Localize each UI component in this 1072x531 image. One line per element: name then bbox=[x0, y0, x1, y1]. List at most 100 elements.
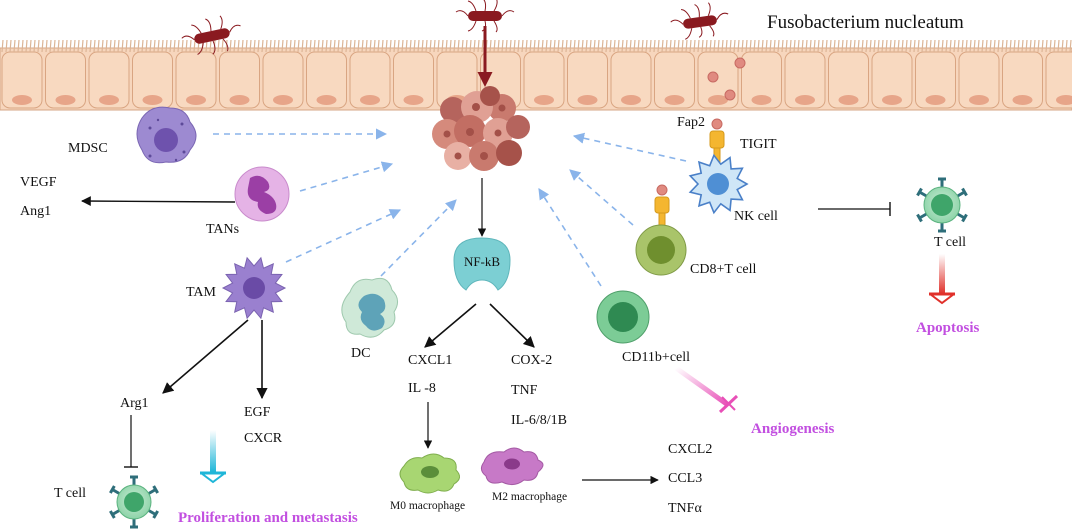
angiogenesis-arrow bbox=[674, 365, 739, 414]
label-cd11b: CD11b+cell bbox=[622, 350, 690, 365]
nk-cell bbox=[688, 153, 749, 215]
label-cxcl2: CXCL2 bbox=[668, 442, 712, 457]
label-egf: EGF bbox=[244, 405, 271, 420]
label-t-cell-left: T cell bbox=[54, 486, 86, 501]
epithelial-nucleus bbox=[577, 95, 598, 105]
epithelial-nucleus bbox=[99, 95, 119, 105]
label-il8: IL -8 bbox=[408, 381, 436, 396]
label-fap2: Fap2 bbox=[677, 115, 705, 130]
tans-cell bbox=[234, 166, 290, 222]
epithelial-nucleus bbox=[838, 95, 859, 105]
epithelial-nucleus bbox=[664, 95, 685, 105]
proliferation-arrow bbox=[200, 430, 226, 484]
label-cxcr: CXCR bbox=[244, 431, 283, 446]
arrow-nk-tumor bbox=[572, 132, 687, 162]
label-cd8: CD8+T cell bbox=[690, 262, 756, 277]
label-ang1: Ang1 bbox=[20, 204, 51, 219]
label-t-cell-right: T cell bbox=[934, 235, 966, 250]
apoptosis-arrow bbox=[929, 254, 955, 305]
tam-cell bbox=[221, 256, 287, 320]
t-cell-left bbox=[109, 475, 159, 529]
t-cell-right bbox=[916, 177, 968, 233]
epithelial-cell bbox=[262, 51, 304, 109]
arrow-dc-tumor bbox=[380, 199, 457, 277]
epithelial-cell bbox=[88, 51, 130, 109]
label-apoptosis: Apoptosis bbox=[916, 320, 980, 336]
epithelial-nucleus bbox=[403, 95, 424, 105]
epithelial-cell bbox=[567, 51, 608, 109]
epithelial-nucleus bbox=[360, 95, 380, 105]
label-tnfa: TNFα bbox=[668, 501, 702, 516]
label-ccl3: CCL3 bbox=[668, 471, 702, 486]
epithelial-nucleus bbox=[273, 95, 293, 105]
bacterium-icon bbox=[181, 15, 241, 55]
epithelial-cell bbox=[132, 51, 173, 109]
label-m2: M2 macrophage bbox=[492, 491, 567, 503]
epithelial-cell bbox=[958, 51, 1000, 109]
epithelial-nucleus bbox=[12, 95, 32, 105]
arrow-cd11b-tumor bbox=[538, 188, 602, 287]
label-vegf: VEGF bbox=[20, 175, 57, 190]
epithelial-nucleus bbox=[316, 95, 337, 105]
epithelial-nucleus bbox=[1056, 95, 1072, 105]
cd11b-cell bbox=[596, 290, 650, 344]
label-il6: IL-6/8/1B bbox=[511, 413, 567, 428]
label-proliferation: Proliferation and metastasis bbox=[178, 510, 358, 526]
arrow-tam-arg1 bbox=[162, 319, 249, 394]
epithelial-nucleus bbox=[795, 95, 815, 105]
label-tam: TAM bbox=[186, 285, 217, 300]
label-angiogenesis: Angiogenesis bbox=[751, 421, 835, 437]
epithelial-cell bbox=[175, 51, 217, 109]
epithelial-nucleus bbox=[534, 95, 554, 105]
title: Fusobacterium nucleatum bbox=[767, 12, 964, 33]
epithelial-nucleus bbox=[708, 95, 728, 105]
m2-macrophage bbox=[480, 447, 544, 486]
recruitment-arrows bbox=[213, 128, 687, 287]
epithelial-cell bbox=[741, 51, 782, 109]
label-tans: TANs bbox=[206, 222, 239, 237]
epithelial-nucleus bbox=[925, 95, 946, 105]
label-tnf: TNF bbox=[511, 383, 538, 398]
epithelial-nucleus bbox=[186, 95, 206, 105]
label-cox2: COX-2 bbox=[511, 353, 552, 368]
epithelial-cell bbox=[393, 51, 434, 109]
epithelial-nucleus bbox=[142, 95, 163, 105]
epithelial-cell bbox=[523, 51, 565, 109]
epithelial-nucleus bbox=[751, 95, 772, 105]
epithelial-cell bbox=[219, 51, 260, 109]
arrow-tam-tumor bbox=[285, 209, 402, 263]
label-mdsc: MDSC bbox=[68, 141, 108, 156]
label-arg1: Arg1 bbox=[120, 396, 149, 411]
arrow-nfkb-cox2 bbox=[489, 303, 535, 348]
epithelial-nucleus bbox=[969, 95, 989, 105]
nfkb-protein: NF-kB bbox=[453, 237, 511, 291]
mdsc-cell bbox=[136, 106, 197, 164]
label-dc: DC bbox=[351, 346, 370, 361]
epithelial-cell bbox=[784, 51, 826, 109]
cd8-cell bbox=[635, 224, 687, 276]
arrow-tans-vegf bbox=[81, 196, 236, 206]
epithelial-cell bbox=[828, 51, 869, 109]
label-nk: NK cell bbox=[734, 209, 778, 224]
label-m0: M0 macrophage bbox=[390, 500, 465, 512]
epithelial-cell bbox=[871, 51, 913, 109]
tumor-mass bbox=[432, 86, 530, 171]
bacterium-icon bbox=[670, 2, 729, 40]
vesicles bbox=[707, 57, 746, 101]
epithelial-cell bbox=[45, 51, 86, 109]
nfkb-label: NF-kB bbox=[464, 254, 500, 269]
cd8-receptor bbox=[654, 184, 670, 232]
arrow-nfkb-cxcl1 bbox=[424, 303, 477, 348]
arrow-cd8-tumor bbox=[569, 169, 634, 226]
arrow-tans-tumor bbox=[299, 161, 394, 192]
dc-cell bbox=[341, 277, 398, 338]
epithelial-nucleus bbox=[1012, 95, 1033, 105]
epithelial-nucleus bbox=[882, 95, 902, 105]
epithelial-nucleus bbox=[229, 95, 250, 105]
epithelial-cell bbox=[915, 51, 956, 109]
epithelium bbox=[0, 39, 1072, 111]
epithelial-nucleus bbox=[621, 95, 641, 105]
epithelial-nucleus bbox=[55, 95, 76, 105]
